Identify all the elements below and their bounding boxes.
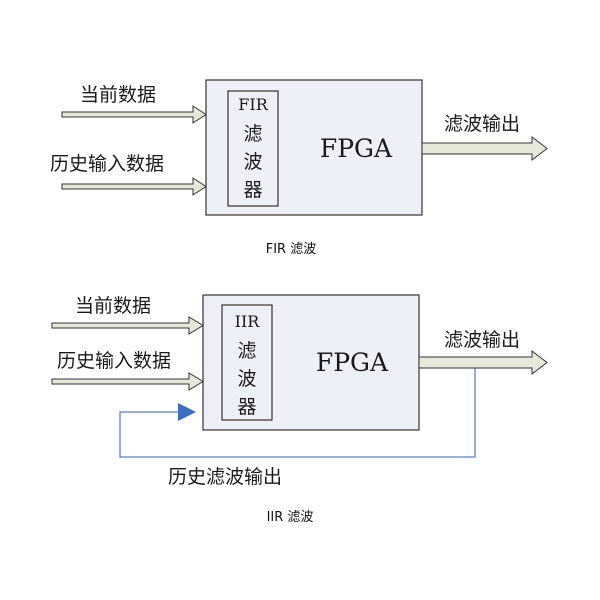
iir-fpga-label: FPGA	[316, 348, 389, 377]
iir-feedback-arrowhead	[178, 403, 196, 421]
iir-filter-latin-label: IIR	[235, 312, 261, 331]
fir-filter-char-1: 滤	[243, 123, 262, 145]
iir-input-history-arrow	[51, 372, 204, 391]
fir-input-current-arrow	[61, 105, 207, 124]
fir-filter-char-3: 器	[243, 179, 262, 201]
fir-filter-char-2: 波	[243, 151, 262, 173]
iir-output-label: 滤波输出	[444, 329, 520, 351]
fir-input-history-arrow	[61, 177, 207, 196]
iir-feedback-line	[119, 360, 476, 458]
fir-output-arrow	[421, 135, 548, 162]
iir-input-current-label: 当前数据	[75, 295, 151, 317]
iir-filter-char-2: 波	[237, 368, 256, 390]
fir-input-current-label: 当前数据	[80, 84, 156, 106]
iir-input-history-label: 历史输入数据	[57, 350, 171, 372]
fir-fpga-label: FPGA	[320, 134, 393, 163]
iir-section: 当前数据 历史输入数据 IIR 滤 波 器 FPGA 滤波输出 历史滤波输出 I…	[51, 294, 548, 525]
iir-filter-box	[221, 304, 273, 421]
fir-filter-latin-label: FIR	[238, 95, 268, 114]
fir-filter-box	[227, 90, 279, 207]
iir-filter-char-3: 器	[237, 396, 256, 418]
iir-output-arrow	[418, 349, 548, 376]
fir-input-history-label: 历史输入数据	[50, 153, 164, 175]
iir-caption: IIR 滤波	[267, 510, 314, 525]
fir-section: 当前数据 历史输入数据 FIR 滤 波 器 FPGA 滤波输出 FIR 滤波	[50, 79, 548, 257]
fir-output-label: 滤波输出	[444, 113, 520, 135]
fir-caption: FIR 滤波	[266, 242, 316, 257]
iir-feedback-label: 历史滤波输出	[168, 466, 282, 488]
iir-input-current-arrow	[51, 316, 204, 335]
iir-filter-char-1: 滤	[237, 340, 256, 362]
